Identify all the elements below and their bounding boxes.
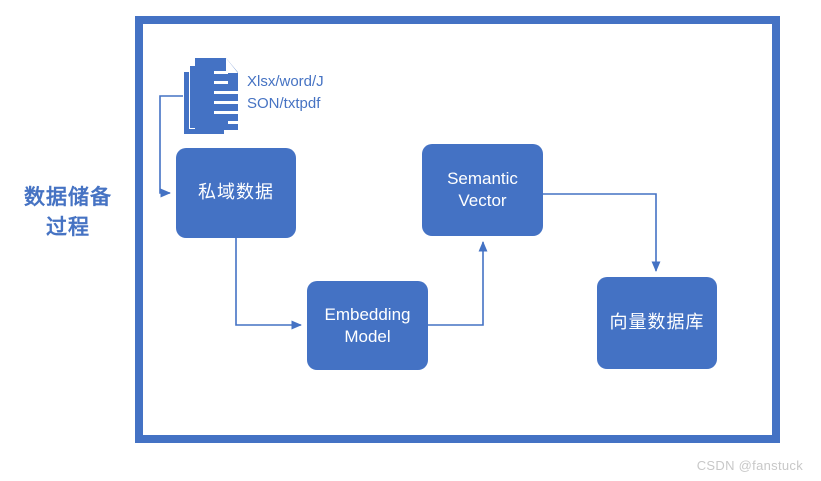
- document-stack-icon: [183, 57, 241, 135]
- node-embedding-model: Embedding Model: [307, 281, 428, 370]
- document-page-front: [195, 58, 238, 130]
- node-vector-database: 向量数据库: [597, 277, 717, 369]
- file-types-label: Xlsx/word/J SON/txtpdf: [247, 73, 324, 112]
- diagram-side-caption: 数据储备 过程: [24, 186, 112, 239]
- document-text-line: [214, 111, 238, 114]
- node-private-data: 私域数据: [176, 148, 296, 238]
- document-text-line: [214, 101, 238, 104]
- document-text-line: [214, 71, 228, 74]
- node-semantic-vector: Semantic Vector: [422, 144, 543, 236]
- document-text-line: [228, 121, 238, 124]
- document-text-line: [214, 91, 238, 94]
- watermark-text: CSDN @fanstuck: [696, 458, 803, 473]
- document-text-line: [214, 81, 228, 84]
